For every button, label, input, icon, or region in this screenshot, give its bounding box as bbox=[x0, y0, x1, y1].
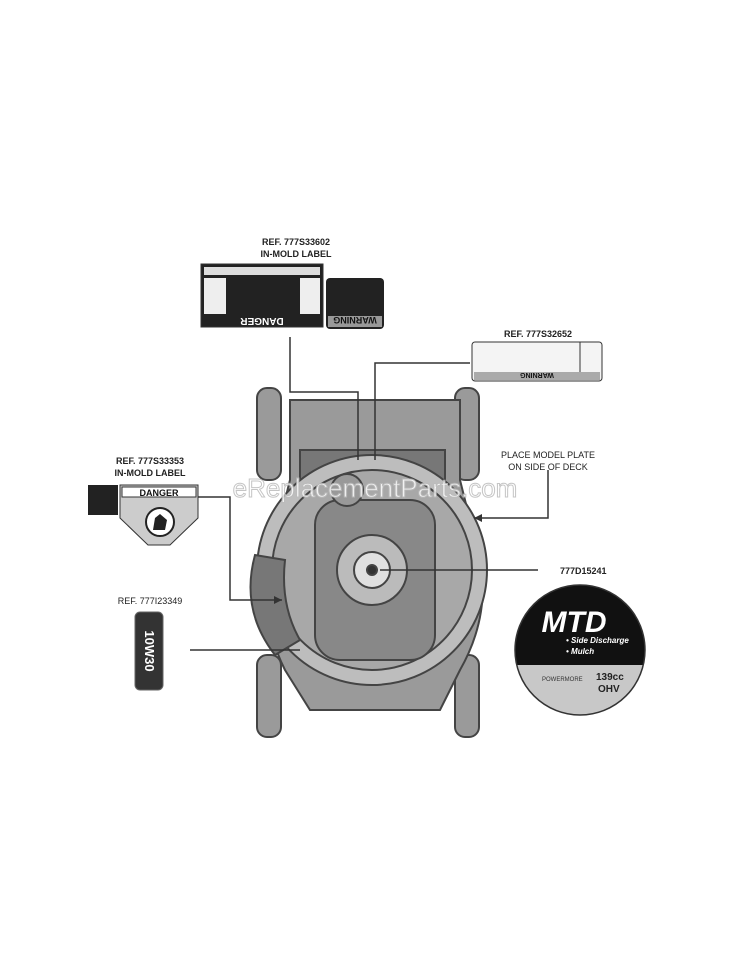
mower-outline bbox=[249, 387, 488, 738]
left-danger-label: DANGER bbox=[88, 484, 199, 546]
left-label-ref: REF. 777S33353 bbox=[116, 456, 184, 466]
rear-left-wheel bbox=[256, 654, 282, 738]
engine-brand: POWERMORE bbox=[542, 677, 583, 683]
left-label-type: IN-MOLD LABEL bbox=[115, 468, 186, 478]
displacement: 139cc bbox=[596, 672, 624, 683]
watermark: eReplacementParts.com bbox=[233, 473, 518, 503]
engine-badge: MTD • Side Discharge • Mulch POWERMORE 1… bbox=[514, 584, 646, 716]
right-warning-label: WARNING bbox=[471, 341, 603, 382]
side-discharge-chute bbox=[249, 553, 302, 657]
feature-side-discharge: • Side Discharge bbox=[566, 636, 629, 645]
top-label-type: IN-MOLD LABEL bbox=[261, 249, 332, 259]
model-plate-note-line2: ON SIDE OF DECK bbox=[508, 462, 588, 472]
engine-type: OHV bbox=[598, 684, 620, 695]
oil-label-ref: REF. 777I23349 bbox=[118, 596, 183, 606]
leader-lines bbox=[190, 337, 549, 651]
model-plate-note-line1: PLACE MODEL PLATE bbox=[501, 450, 595, 460]
front-left-wheel bbox=[256, 387, 282, 481]
oil-label: 10W30 bbox=[134, 611, 164, 691]
top-label-warning: WARNING bbox=[333, 315, 377, 325]
engine-label-ref: 777D15241 bbox=[560, 566, 607, 576]
left-label-danger: DANGER bbox=[139, 488, 179, 498]
air-filter bbox=[330, 473, 364, 507]
top-danger-warning-label: DANGER WARNING bbox=[200, 263, 384, 329]
top-label-ref: REF. 777S33602 bbox=[262, 237, 330, 247]
oil-label-text: 10W30 bbox=[142, 630, 157, 671]
mtd-logo: MTD bbox=[542, 606, 607, 639]
right-label-warning: WARNING bbox=[520, 371, 554, 378]
feature-mulch: • Mulch bbox=[566, 647, 594, 656]
right-label-ref: REF. 777S32652 bbox=[504, 329, 572, 339]
top-label-danger: DANGER bbox=[240, 315, 284, 326]
